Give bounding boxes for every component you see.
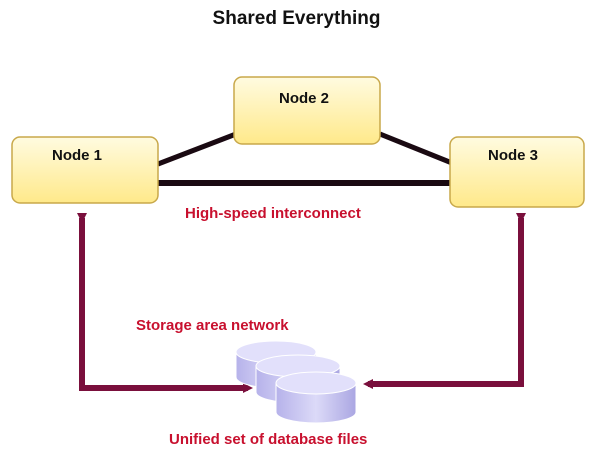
node-1-label: Node 1 — [52, 147, 102, 164]
arrow-node3-storage — [363, 213, 526, 389]
node-3: Node 3 — [449, 136, 585, 208]
interconnect-links — [157, 131, 453, 186]
node-3-box — [449, 136, 585, 208]
node-2-label: Node 2 — [279, 90, 329, 107]
san-label: Storage area network — [136, 317, 289, 334]
database-files-label: Unified set of database files — [169, 431, 367, 448]
node-2-box — [233, 76, 381, 145]
link-node1-node2 — [157, 131, 237, 167]
san-arrows — [77, 213, 526, 393]
node-2: Node 2 — [233, 76, 381, 145]
node-1: Node 1 — [11, 136, 159, 204]
disk-front — [275, 371, 357, 424]
diagram-title: Shared Everything — [212, 8, 381, 29]
interconnect-label: High-speed interconnect — [185, 205, 361, 222]
node-3-label: Node 3 — [488, 147, 538, 164]
arrow-node1-storage — [77, 213, 253, 393]
node-1-box — [11, 136, 159, 204]
link-node2-node3 — [379, 131, 453, 166]
storage-disks — [235, 340, 357, 424]
